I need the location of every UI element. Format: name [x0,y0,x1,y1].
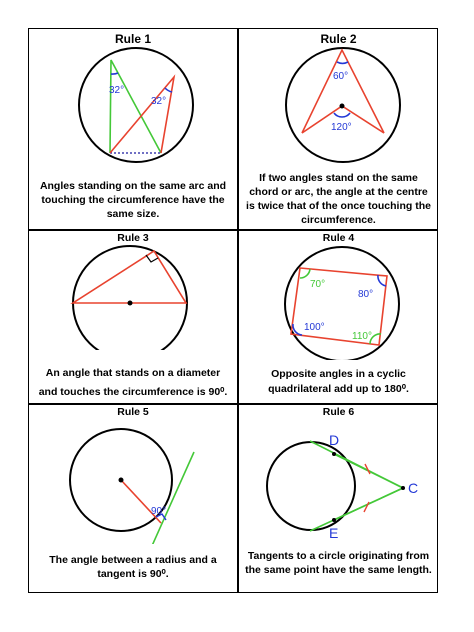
rule-3-title: Rule 3 [117,232,149,244]
rule-4-angle-marker-70 [299,268,311,279]
rule-5-radius [120,479,162,524]
rule-2-centre-dot [339,103,345,109]
rule-6-point-d-dot [332,452,336,456]
rule-1-label-1: 32° [109,85,124,96]
rule-6-point-c-dot [401,486,405,490]
rule-3-card: Rule 3 An angle that stands on a diamete… [29,230,237,403]
rule-6-label-c: C [408,480,418,496]
rule-3-caption: An angle that stands on a diameter and t… [38,367,228,398]
rule-1-label-2: 32° [151,96,166,107]
rule-5-title: Rule 5 [117,406,149,418]
rule-2-circumference-angle [301,48,385,134]
rule-5-card: Rule 5 90° The angle between a radius an… [29,404,237,594]
grid-divider-2 [29,403,437,405]
rule-1-circle [78,47,194,163]
rule-4-label-110: 110° [352,331,372,342]
rule-1-green-angle-lines [109,59,162,154]
rule-2-diagram: 60° 120° [285,47,401,163]
rule-4-label-70: 70° [310,279,325,290]
rule-4-card: Rule 4 70° 80° 100° 110° Opposite angles… [238,230,439,403]
rule-6-label-e: E [329,525,338,541]
grid-vertical-divider [237,29,239,592]
rule-4-caption: Opposite angles in a cyclic quadrilatera… [268,368,409,395]
rule-5-label-90: 90° [151,506,166,517]
rule-4-angle-marker-80 [377,274,387,287]
rule-4-label-100: 100° [304,322,325,333]
rule-1-title: Rule 1 [114,32,151,46]
rule-4-angle-marker-110 [369,333,382,345]
rule-5-circle [69,428,173,532]
rule-4-angle-marker-100 [292,323,303,336]
rule-5-tangent-line [151,451,195,544]
rule-3-circle [72,245,188,350]
rule-6-equal-tick-bottom [363,501,370,513]
rule-3-triangle [70,249,188,304]
rule-6-caption: Tangents to a circle originating from th… [245,550,432,576]
rule-3-right-angle-marker [145,254,159,263]
rule-4-circle [284,246,400,360]
rule-4-quadrilateral [290,267,388,346]
rule-3-centre-dot [127,300,133,306]
rule-1-caption: Angles standing on the same arc and touc… [39,180,227,220]
rule-2-label-120: 120° [331,122,352,133]
rule-4-label-80: 80° [358,289,373,300]
rule-5-centre-dot [118,477,124,483]
rule-6-point-e-dot [332,518,336,522]
rule-2-card: Rule 2 60° 120° If two angles stand on t… [238,29,439,229]
rule-6-equal-tick-top [364,463,371,475]
rule-4-diagram: 70° 80° 100° 110° [284,246,400,360]
rule-2-arc-marker-top [336,61,349,65]
rule-5-right-angle-marker [155,513,167,521]
rule-2-label-60: 60° [333,71,348,82]
rule-4-title: Rule 4 [322,232,355,244]
rule-1-red-angle-lines [109,74,176,154]
rule-6-card: Rule 6 D C E Tangents to a circle origin… [238,404,439,594]
rule-5-diagram: 90° [69,428,195,544]
rules-grid: Rule 1 32° 32° Angles standing on the sa… [28,28,438,593]
rule-2-arc-marker-centre [333,112,351,118]
rule-1-arc-marker-1 [110,72,119,75]
grid-divider-1 [29,229,437,231]
rule-1-diagram: 32° 32° [78,47,194,163]
rule-2-circle [285,47,401,163]
rule-6-label-d: D [329,432,339,448]
rule-1-card: Rule 1 32° 32° Angles standing on the sa… [29,29,237,229]
rule-6-title: Rule 6 [322,406,355,418]
rule-1-arc-marker-2 [164,87,173,93]
rule-6-diagram: D C E [266,432,418,541]
rule-2-title: Rule 2 [320,32,357,46]
rule-3-diagram [70,245,188,350]
rule-5-caption: The angle between a radius and a tangent… [49,554,217,580]
rule-2-caption: If two angles stand on the same chord or… [246,172,431,226]
